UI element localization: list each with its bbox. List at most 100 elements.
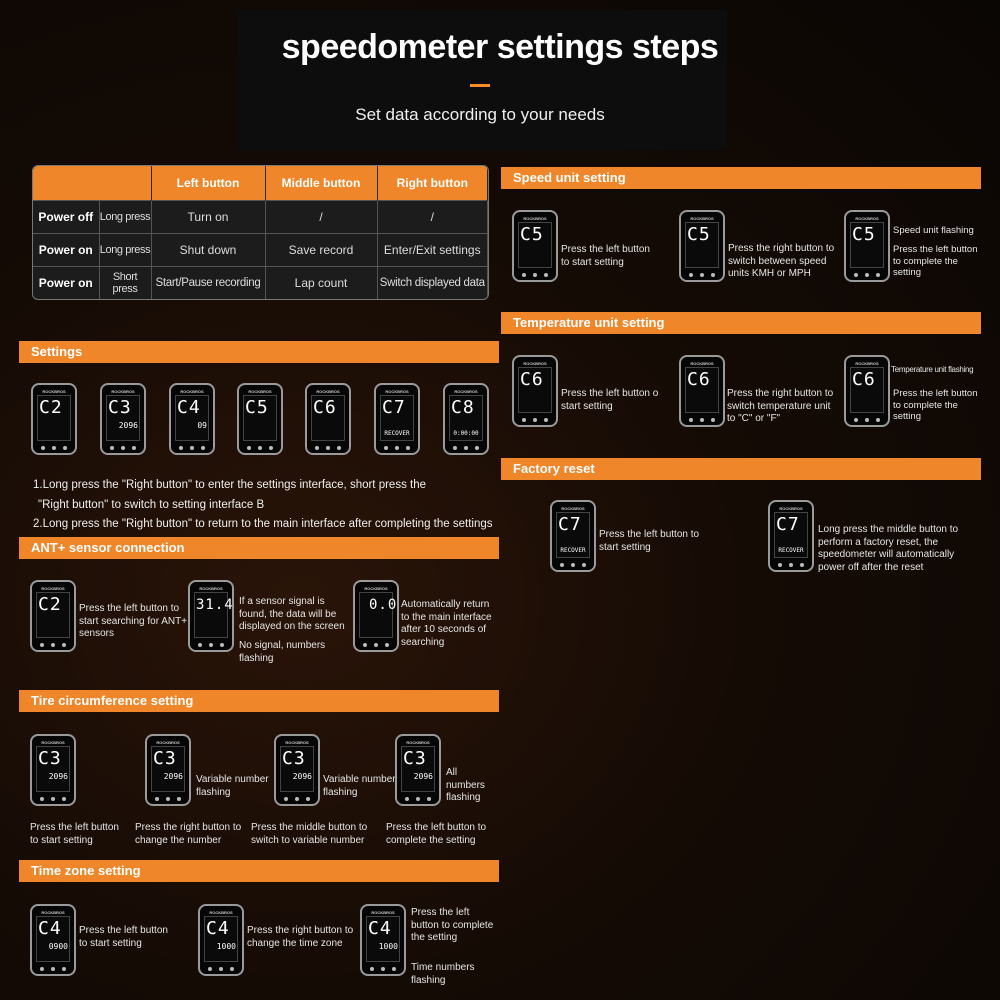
device-brand: ROCKBROS xyxy=(561,506,585,511)
page-title: speedometer settings steps xyxy=(281,28,719,66)
ant-section-title: ANT+ sensor connection xyxy=(19,537,499,559)
device-buttons xyxy=(370,967,396,971)
device-display xyxy=(556,512,590,558)
device-display xyxy=(36,746,70,792)
table-cell-left: Shut down xyxy=(151,232,266,266)
device-buttons xyxy=(689,273,715,277)
device-screen-c5: ROCKBROS C5 xyxy=(237,383,283,455)
ant-caption-3: No signal, numbers flashing xyxy=(239,640,326,664)
device-buttons xyxy=(198,643,224,647)
device-buttons xyxy=(40,797,66,801)
tz-caption-1: Press the left button to start setting xyxy=(79,925,168,949)
factory-reset-section-title: Factory reset xyxy=(501,458,981,480)
device-brand: ROCKBROS xyxy=(855,361,879,366)
device-number: 2096 xyxy=(118,421,138,430)
device-buttons xyxy=(40,643,66,647)
temp-caption-1: Press the left button o start setting xyxy=(561,388,659,412)
device-brand: ROCKBROS xyxy=(42,389,66,394)
device-code: C6 xyxy=(687,369,711,390)
device-brand: ROCKBROS xyxy=(156,740,180,745)
table-cell-middle: Lap count xyxy=(265,265,378,299)
device-display xyxy=(243,395,277,441)
device-word: RECOVER xyxy=(778,547,804,554)
table-cell-middle: / xyxy=(265,199,378,233)
device-number: 1000 xyxy=(216,942,236,951)
device-display xyxy=(366,916,400,962)
device-code: C4 xyxy=(206,918,230,939)
device-code: C3 xyxy=(282,748,306,769)
device-brand: ROCKBROS xyxy=(454,389,478,394)
device-display xyxy=(518,367,552,413)
device-buttons xyxy=(453,446,479,450)
device-buttons xyxy=(854,418,880,422)
device-buttons xyxy=(522,418,548,422)
device-display xyxy=(380,395,414,441)
settings-section-title: Settings xyxy=(19,341,499,363)
table-cell-state: Power off xyxy=(33,199,100,233)
table-header-right: Right button xyxy=(377,166,488,200)
device-buttons xyxy=(110,446,136,450)
device-code: 0.0 xyxy=(369,597,398,613)
device-code: C3 xyxy=(153,748,177,769)
device-buttons xyxy=(41,446,67,450)
device-number: 2096 xyxy=(163,772,183,781)
device-code: C3 xyxy=(403,748,427,769)
device-display xyxy=(204,916,238,962)
speed-caption-3: Press the left button to complete the se… xyxy=(893,244,978,278)
device-code: C7 xyxy=(558,514,582,535)
settings-note-1: 1.Long press the "Right button" to enter… xyxy=(33,479,427,491)
device-buttons xyxy=(179,446,205,450)
device-display xyxy=(774,512,808,558)
table-cell-left: Start/Pause recording xyxy=(151,265,266,299)
device-word: RECOVER xyxy=(560,547,586,554)
table-cell-right: Switch displayed data xyxy=(377,265,488,299)
device-brand: ROCKBROS xyxy=(406,740,430,745)
device-buttons xyxy=(854,273,880,277)
device-buttons xyxy=(405,797,431,801)
button-function-table: Left button Middle button Right button P… xyxy=(32,165,489,300)
table-cell-press: Long press xyxy=(99,199,152,233)
device-screen-tire-2: ROCKBROS C3 2096 xyxy=(145,734,191,806)
table-header-middle: Middle button xyxy=(265,166,378,200)
device-code: C5 xyxy=(245,397,269,418)
table-cell-left: Turn on xyxy=(151,199,266,233)
factory-caption-1: Press the left button to start setting xyxy=(599,529,700,553)
ant-caption-4: Automatically return to the main interfa… xyxy=(401,599,492,648)
device-display xyxy=(449,395,483,441)
device-brand: ROCKBROS xyxy=(41,586,65,591)
device-brand: ROCKBROS xyxy=(111,389,135,394)
device-word: RECOVER xyxy=(384,430,410,437)
device-code: C4 xyxy=(38,918,62,939)
device-brand: ROCKBROS xyxy=(248,389,272,394)
device-number: 09 xyxy=(197,421,207,430)
table-header-blank xyxy=(33,166,152,200)
device-display xyxy=(850,222,884,268)
table-cell-right: / xyxy=(377,199,488,233)
device-brand: ROCKBROS xyxy=(41,910,65,915)
device-code: C7 xyxy=(776,514,800,535)
device-display xyxy=(194,592,228,638)
tire-caption-3: Press the middle button to switch to var… xyxy=(251,822,368,846)
speed-unit-section-title: Speed unit setting xyxy=(501,167,981,189)
table-cell-state: Power on xyxy=(33,232,100,266)
tire-flash-1: Variable number flashing xyxy=(196,774,269,798)
factory-caption-2: Long press the middle button to perform … xyxy=(818,524,959,573)
device-brand: ROCKBROS xyxy=(199,586,223,591)
table-row: Power on Short press Start/Pause recordi… xyxy=(33,265,488,299)
device-display xyxy=(401,746,435,792)
device-buttons xyxy=(208,967,234,971)
device-number: 2096 xyxy=(48,772,68,781)
device-display xyxy=(850,367,884,413)
tire-section-title: Tire circumference setting xyxy=(19,690,499,712)
device-display xyxy=(175,395,209,441)
device-code: C5 xyxy=(852,224,876,245)
device-display xyxy=(37,395,71,441)
temp-flash: Temperature unit flashing xyxy=(891,365,974,374)
